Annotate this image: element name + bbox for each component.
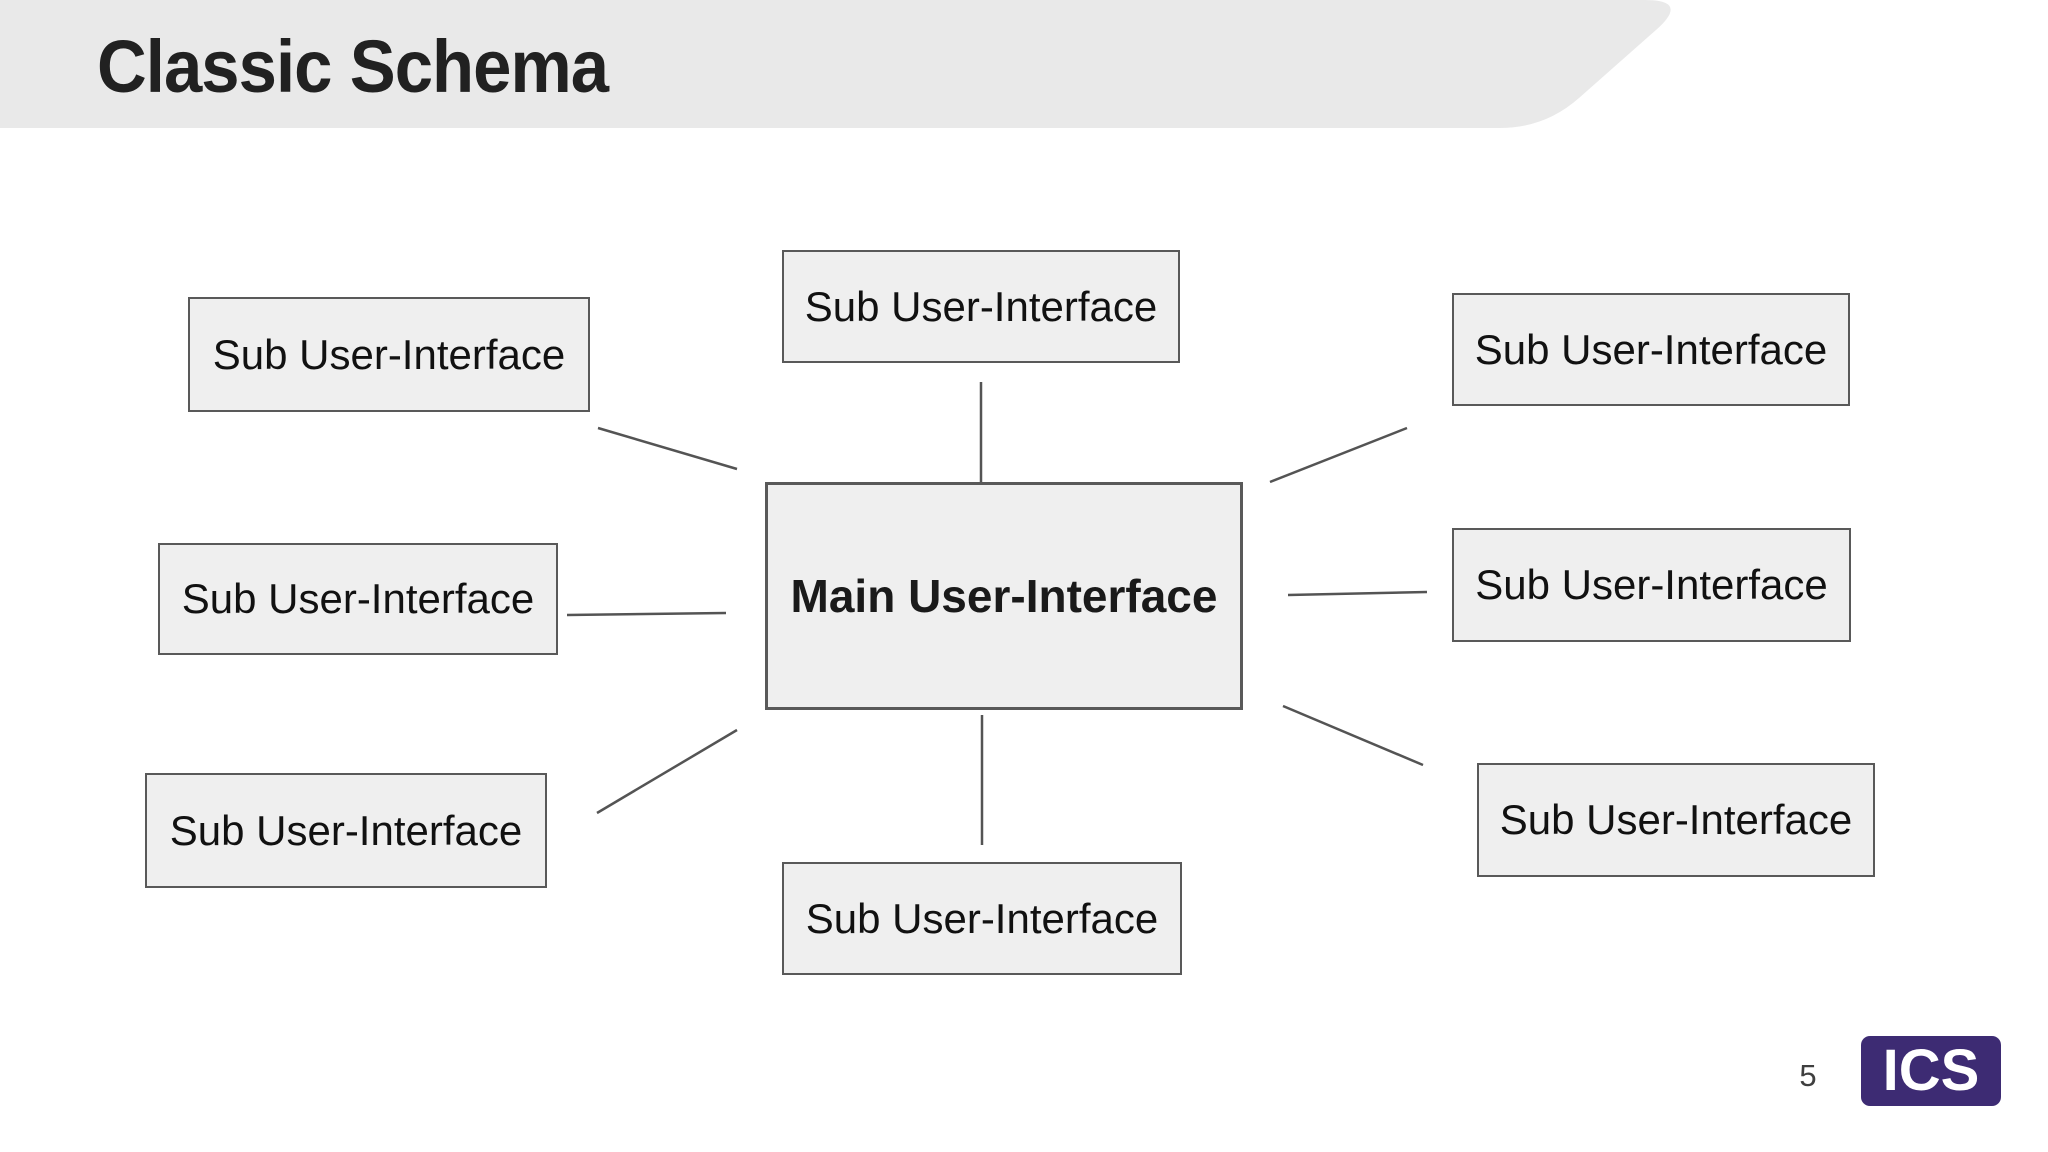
ics-logo-text: ICS: [1882, 1038, 1980, 1103]
sub-user-interface-node-bottom: Sub User-Interface: [782, 862, 1182, 975]
main-user-interface-node: Main User-Interface: [765, 482, 1243, 710]
connector-top-right: [1269, 426, 1408, 484]
connector-bottom-left: [596, 728, 738, 815]
connector-mid-left: [566, 611, 727, 617]
sub-user-interface-node-top-left: Sub User-Interface: [188, 297, 590, 412]
page-number: 5: [1799, 1058, 1817, 1093]
sub-user-interface-node-mid-right: Sub User-Interface: [1452, 528, 1851, 642]
sub-user-interface-node-bottom-right: Sub User-Interface: [1477, 763, 1875, 877]
ics-logo: ICS: [1861, 1036, 2001, 1106]
header-band: [0, 0, 1671, 128]
connector-mid-right: [1287, 590, 1428, 597]
connector-bottom-right: [1282, 704, 1424, 767]
connector-top-left: [597, 426, 738, 471]
sub-user-interface-node-top-right: Sub User-Interface: [1452, 293, 1850, 406]
page-title: Classic Schema: [97, 25, 609, 108]
sub-user-interface-node-top: Sub User-Interface: [782, 250, 1180, 363]
sub-user-interface-node-mid-left: Sub User-Interface: [158, 543, 558, 655]
sub-user-interface-node-bottom-left: Sub User-Interface: [145, 773, 547, 888]
